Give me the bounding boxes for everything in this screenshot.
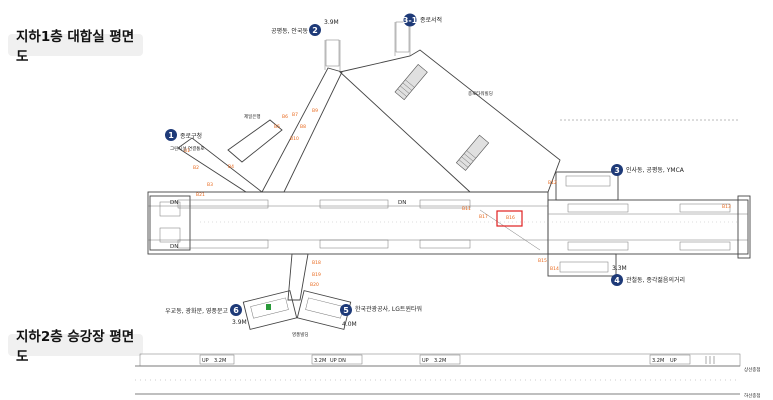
exit-4-badge xyxy=(611,274,623,286)
code-b14: B14 xyxy=(550,266,559,272)
code-b18: B18 xyxy=(312,260,321,266)
code-b6: B6 xyxy=(282,114,288,120)
exit-5-num: 5 xyxy=(343,306,349,315)
exit-3-badge xyxy=(611,164,623,176)
exit-3-label: 인사동, 공평동, YMCA xyxy=(626,166,685,174)
code-b7: B7 xyxy=(292,112,298,118)
code-b17: B17 xyxy=(479,214,488,220)
platform-up-3: UP xyxy=(670,358,677,364)
platform-height-1: 3.2M xyxy=(214,358,226,364)
main-corridor xyxy=(147,191,549,255)
code-b2: B2 xyxy=(193,165,199,171)
exit-2-label: 공평동, 안국동 xyxy=(271,27,308,35)
code-b16: B16 xyxy=(506,215,515,221)
annotation-yeonbyeong: 그린시설 연결통로 xyxy=(170,145,205,152)
code-b10: B10 xyxy=(290,136,299,142)
exit-2[interactable]: 공평동, 안국동 2 3.9M xyxy=(271,19,339,36)
dn-label-1: DN xyxy=(170,200,178,206)
code-b5: B5 xyxy=(274,124,280,130)
exit-5[interactable]: 5 한국관광공사, LG트윈타워 4.0M xyxy=(340,304,422,328)
code-b11: B11 xyxy=(462,206,471,212)
annotation-youngpoong: 영풍빌딩 xyxy=(292,331,309,338)
dn-label-3: DN xyxy=(398,200,406,206)
exit-1-badge xyxy=(165,129,177,141)
exit-3-1-num: 3-1 xyxy=(403,16,418,25)
code-b15: B15 xyxy=(538,258,547,264)
platform-height-2: 3.2M xyxy=(314,358,326,364)
platform-height-3: 3.2M xyxy=(434,358,446,364)
exit-1-label: 종로구청 xyxy=(180,133,202,140)
platform-dir-top: 상선종점 xyxy=(744,366,761,373)
exit-6-height: 3.9M xyxy=(232,319,247,326)
platform-up-1: UP xyxy=(202,358,209,364)
b1-concourse-walls xyxy=(147,21,751,330)
code-b8: B8 xyxy=(300,124,306,130)
platform-height-4: 3.2M xyxy=(652,358,664,364)
b2-platform xyxy=(135,353,741,395)
right-corridor xyxy=(547,199,749,255)
code-b9: B9 xyxy=(312,108,318,114)
code-b21: B21 xyxy=(196,192,205,198)
exit-4-height: 3.3M xyxy=(612,265,627,272)
exit-2-height: 3.9M xyxy=(324,19,339,26)
exit-3-num: 3 xyxy=(614,166,620,175)
exit-1-num: 1 xyxy=(168,131,174,140)
code-b1: B1 xyxy=(184,148,190,154)
exit-4[interactable]: 3.3M 4 관철동, 종각젊음의거리 xyxy=(611,265,685,286)
dn-label-2: DN xyxy=(170,244,178,250)
exit-6[interactable]: 우교동, 광화문, 영풍문고 6 3.9M xyxy=(165,304,247,326)
code-b4: B4 xyxy=(228,164,234,170)
annotation-jeil: 제일은행 xyxy=(244,113,261,120)
platform-updown: UP DN xyxy=(330,358,346,364)
current-location-highlight xyxy=(496,210,523,227)
exit-2-num: 2 xyxy=(312,26,318,35)
facility-codes: B1 B2 B3 B4 B5 B6 B7 B8 B9 B10 B11 B12 B… xyxy=(184,108,731,288)
exit-3-1-label: 종로서적 xyxy=(420,16,442,24)
code-b20: B20 xyxy=(310,282,319,288)
exit-1[interactable]: 1 종로구청 xyxy=(165,129,202,141)
exit-4-label: 관철동, 종각젊음의거리 xyxy=(626,276,685,284)
exit-6-badge xyxy=(230,304,242,316)
code-b19: B19 xyxy=(312,272,321,278)
exit-6-label: 우교동, 광화문, 영풍문고 xyxy=(165,307,228,315)
floor-b2-title-text: 지하2층 승강장 평면도 xyxy=(16,329,135,365)
exit-3-1[interactable]: 3-1 종로서적 xyxy=(403,13,442,27)
exit-5-badge xyxy=(340,304,352,316)
floor-b1-title-text: 지하1층 대합실 평면도 xyxy=(16,29,135,65)
exit-3[interactable]: 3 인사동, 공평동, YMCA xyxy=(611,164,685,176)
exit-2-badge xyxy=(309,24,321,36)
platform-up-2: UP xyxy=(422,358,429,364)
code-b12: B12 xyxy=(548,180,557,186)
code-b3: B3 xyxy=(207,182,213,188)
code-b13: B13 xyxy=(722,204,731,210)
exit-6-num: 6 xyxy=(233,306,239,315)
exit-3-1-badge xyxy=(403,13,417,27)
platform-dir-bottom: 하선종점 xyxy=(744,392,761,399)
floor-b1-title: 지하1층 대합실 평면도 xyxy=(8,29,143,65)
exit-4-num: 4 xyxy=(614,276,620,285)
annotation-jongno-tower: 종로타워빌딩 xyxy=(468,90,493,97)
exit-5-label: 한국관광공사, LG트윈타워 xyxy=(355,305,422,313)
exit-5-height: 4.0M xyxy=(342,321,357,328)
floor-b2-title: 지하2층 승강장 평면도 xyxy=(8,329,143,365)
